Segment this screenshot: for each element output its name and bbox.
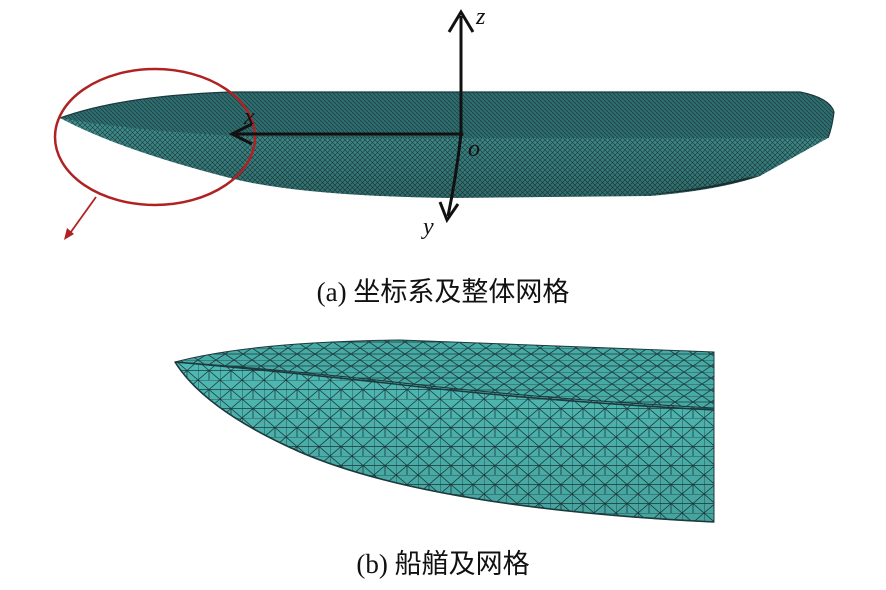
bow-highlight-circle [53, 67, 257, 207]
z-axis-arrowhead [447, 9, 475, 33]
hull-mesh-figure: z x y o [53, 4, 835, 240]
caption-panel-a: (a) 坐标系及整体网格 [316, 277, 570, 307]
hull-keel-edge [640, 176, 760, 195]
bow-keel-edge [174, 361, 715, 523]
bow-callout-arrowhead [64, 228, 74, 240]
bow-deck-mesh [174, 339, 715, 409]
origin-point [458, 131, 464, 137]
caption-panel-b: (b) 船艏及网格 [356, 549, 530, 579]
y-axis [446, 133, 463, 217]
bow-deck-edge [174, 361, 715, 411]
y-axis-arrowhead [438, 201, 460, 224]
x-axis-label: x [243, 104, 255, 130]
y-axis-label: y [421, 214, 434, 240]
bow-mesh-figure [174, 339, 715, 523]
bow-callout-arrow [67, 196, 97, 237]
origin-label: o [468, 136, 480, 162]
z-axis-label: z [475, 4, 486, 30]
x-axis-arrowhead [228, 122, 253, 146]
